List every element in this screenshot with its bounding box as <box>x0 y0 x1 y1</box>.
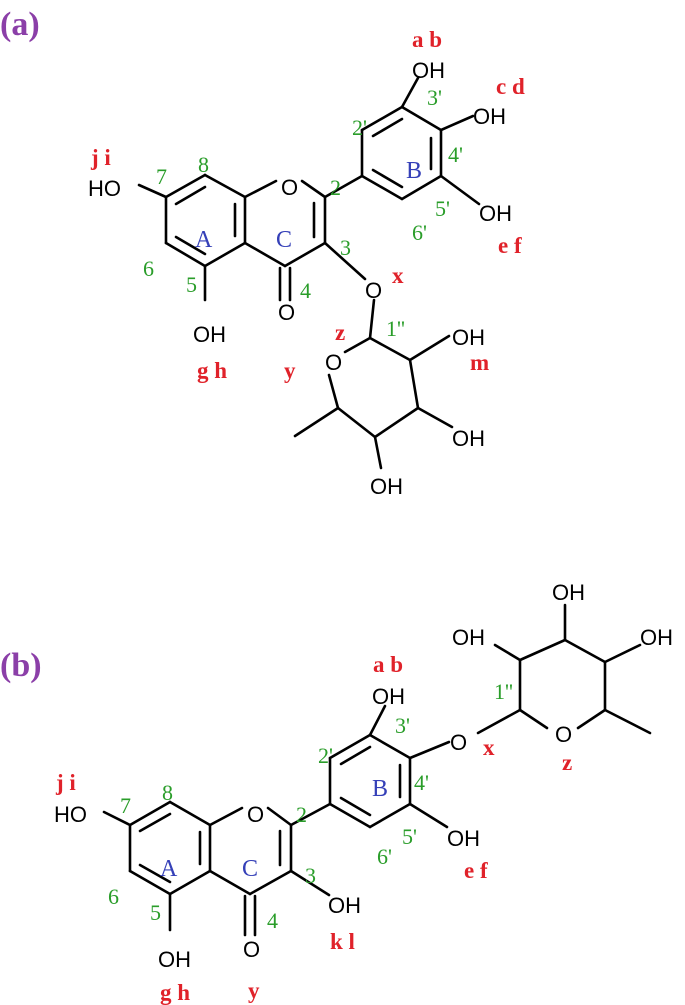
ring-a-label: A <box>195 227 213 253</box>
atom-ho-7: HO <box>54 802 87 827</box>
number-4-prime: 4' <box>414 770 429 795</box>
atom-oh-sugar-3: OH <box>452 426 485 451</box>
atom-o-glycosidic: O <box>450 730 467 755</box>
number-8: 8 <box>198 152 209 177</box>
ring-b-label: B <box>372 776 388 802</box>
panel-b-atom-labels: OH O OH HO OH OH O O O OH OH OH <box>54 580 673 972</box>
number-4: 4 <box>267 908 278 933</box>
proton-label-x: x <box>392 263 404 288</box>
proton-label-kl: k l <box>330 929 355 954</box>
atom-oh-sugar-3: OH <box>552 580 585 605</box>
number-3: 3 <box>340 235 351 260</box>
ring-c-label: C <box>242 856 258 882</box>
panel-a-position-numbers: 2' 3' 4' 5' 6' 2 3 4 5 6 7 8 1'' <box>143 85 463 341</box>
number-5: 5 <box>150 900 161 925</box>
number-4: 4 <box>300 278 311 303</box>
atom-oh-sugar-4: OH <box>370 474 403 499</box>
proton-label-gh: g h <box>160 980 190 1005</box>
proton-label-ab: a b <box>373 652 403 677</box>
panel-a-bonds <box>137 76 481 470</box>
atom-o-ring: O <box>247 802 264 827</box>
proton-label-x: x <box>483 735 495 760</box>
proton-label-z: z <box>335 320 345 345</box>
atom-o-ring: O <box>281 175 298 200</box>
number-2: 2 <box>330 175 341 200</box>
number-7: 7 <box>120 793 131 818</box>
number-5-prime: 5' <box>402 824 417 849</box>
proton-label-z: z <box>562 750 572 775</box>
atom-ho-7: HO <box>88 176 121 201</box>
atom-oh-5: OH <box>158 947 191 972</box>
proton-label-gh: g h <box>197 358 227 383</box>
atom-oh-3-prime: OH <box>372 684 405 709</box>
panel-a: (a) <box>0 6 525 499</box>
number-7: 7 <box>156 164 167 189</box>
proton-label-ji: j i <box>90 145 111 170</box>
proton-label-ef: e f <box>498 233 522 258</box>
panel-b: (b) <box>0 580 673 1005</box>
atom-oh-3: OH <box>328 893 361 918</box>
atom-oh-5-prime: OH <box>447 826 480 851</box>
proton-label-m: m <box>470 350 489 375</box>
proton-label-cd: c d <box>496 74 525 99</box>
proton-label-ji: j i <box>55 770 76 795</box>
proton-label-y: y <box>284 358 296 383</box>
ring-a-label: A <box>160 856 178 882</box>
number-3-prime: 3' <box>427 85 442 110</box>
atom-oh-sugar-2: OH <box>452 325 485 350</box>
number-6: 6 <box>108 884 119 909</box>
panel-b-bonds <box>102 603 652 937</box>
panel-a-proton-labels: a b c d e f j i g h x y z m <box>90 27 525 383</box>
number-6: 6 <box>143 256 154 281</box>
number-3-prime: 3' <box>395 713 410 738</box>
number-2-prime: 2' <box>352 115 367 140</box>
number-6-prime: 6' <box>412 220 427 245</box>
ring-b-label: B <box>406 158 422 184</box>
panel-a-ring-labels: A C B <box>195 158 422 253</box>
proton-label-y: y <box>248 978 260 1003</box>
number-6-prime: 6' <box>377 844 392 869</box>
number-5-prime: 5' <box>435 196 450 221</box>
atom-o-carbonyl: O <box>278 300 295 325</box>
atom-oh-sugar-4: OH <box>640 625 673 650</box>
atom-oh-5: OH <box>193 322 226 347</box>
atom-o-carbonyl: O <box>243 937 260 962</box>
proton-label-ef: e f <box>464 858 488 883</box>
atom-oh-4-prime: OH <box>473 104 506 129</box>
panel-b-tag: (b) <box>0 647 42 684</box>
atom-oh-3-prime: OH <box>412 58 445 83</box>
proton-label-ab: a b <box>412 27 442 52</box>
atom-o-sugar: O <box>325 350 342 375</box>
number-5: 5 <box>186 272 197 297</box>
atom-o-glycosidic: O <box>365 278 382 303</box>
number-2: 2 <box>296 802 307 827</box>
panel-a-atom-labels: OH OH OH HO OH O O O O OH OH OH <box>88 58 512 499</box>
number-2-prime: 2' <box>318 743 333 768</box>
panel-b-proton-labels: a b e f j i g h k l x y z <box>55 652 572 1005</box>
ring-c-label: C <box>276 227 292 253</box>
panel-b-ring-labels: A C B <box>160 776 388 882</box>
number-3: 3 <box>305 863 316 888</box>
number-4-prime: 4' <box>448 142 463 167</box>
atom-oh-5-prime: OH <box>479 201 512 226</box>
panel-a-tag: (a) <box>0 6 40 43</box>
number-1-double-prime: 1'' <box>494 679 513 704</box>
atom-o-sugar: O <box>555 722 572 747</box>
number-8: 8 <box>162 780 173 805</box>
panel-b-position-numbers: 2' 3' 4' 5' 6' 2 3 4 5 6 7 8 1'' <box>108 679 513 933</box>
atom-oh-sugar-2: OH <box>452 625 485 650</box>
number-1-double-prime: 1'' <box>386 316 405 341</box>
